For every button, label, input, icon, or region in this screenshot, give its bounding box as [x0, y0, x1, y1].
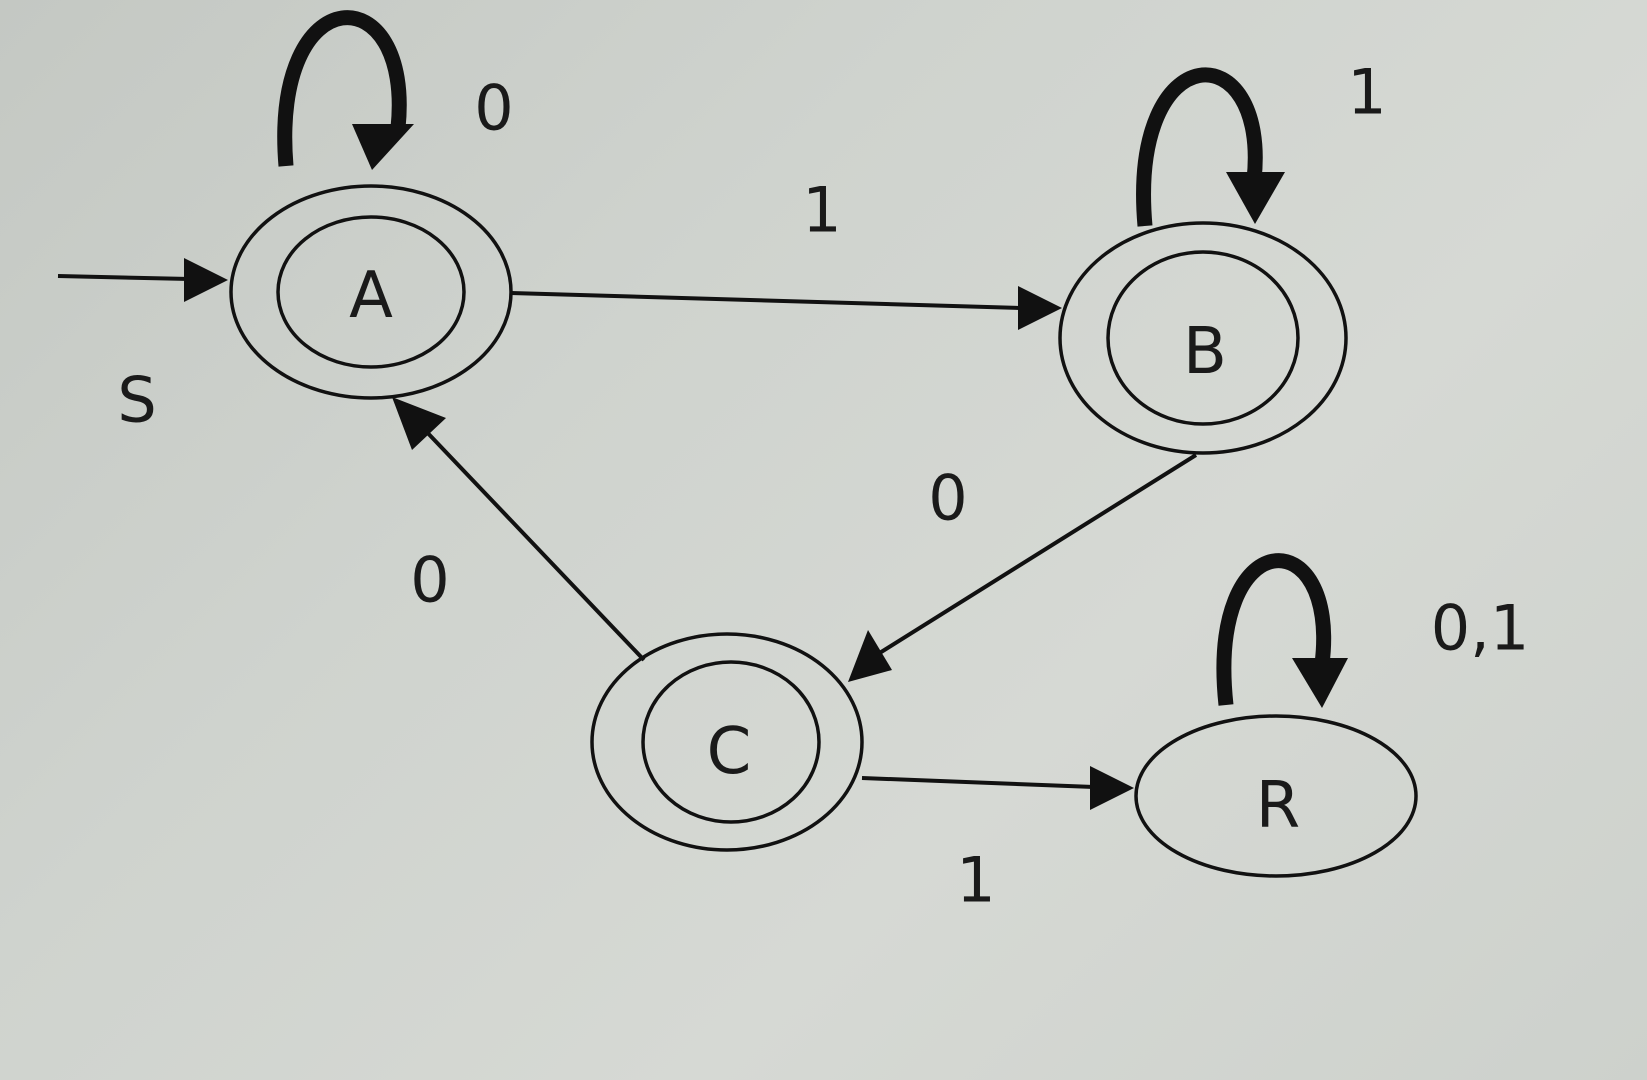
edge-a-to-b — [510, 286, 1062, 330]
label-r-self: 0,1 — [1431, 592, 1530, 665]
label-c-to-r: 1 — [956, 844, 995, 917]
label-c-to-a: 0 — [410, 544, 449, 617]
loop-a-self — [277, 10, 414, 170]
edge-b-to-c — [848, 453, 1198, 682]
label-a-self: 0 — [474, 72, 513, 145]
state-b: B — [1058, 221, 1348, 455]
state-a: A — [229, 184, 513, 400]
state-a-inner-ring — [276, 215, 466, 369]
state-r: R — [1134, 714, 1418, 878]
state-c-inner-ring — [641, 660, 821, 824]
state-a-outer-ring — [229, 184, 513, 400]
state-a-label: A — [349, 259, 393, 333]
state-c-label: C — [707, 715, 752, 789]
state-c: C — [590, 632, 864, 852]
state-c-outer-ring — [590, 632, 864, 852]
label-b-self: 1 — [1347, 56, 1386, 129]
state-r-ring — [1134, 714, 1418, 878]
label-a-to-b: 1 — [802, 174, 841, 247]
edge-c-to-r — [861, 766, 1134, 810]
state-b-outer-ring — [1058, 221, 1348, 455]
start-label: S — [117, 364, 156, 437]
state-r-label: R — [1256, 769, 1300, 843]
start-arrow — [57, 258, 228, 302]
edge-c-to-a — [392, 397, 646, 662]
loop-b-self — [1136, 67, 1285, 227]
state-b-label: B — [1183, 315, 1227, 389]
state-b-inner-ring — [1106, 250, 1300, 426]
label-b-to-c: 0 — [928, 462, 967, 535]
loop-r-self — [1216, 553, 1348, 708]
